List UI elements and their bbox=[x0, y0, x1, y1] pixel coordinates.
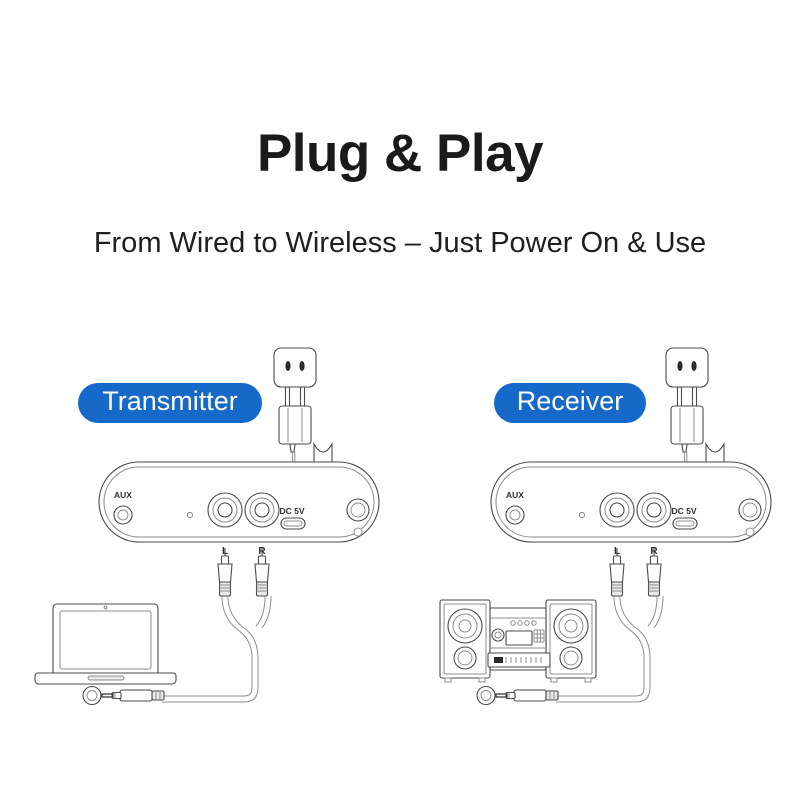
diagram-receiver: AUX L R DC 5V bbox=[400, 320, 800, 740]
aux-plug-3-5mm bbox=[495, 689, 559, 702]
dc-power-label: DC 5V bbox=[279, 506, 304, 516]
badge-transmitter-label: Transmitter bbox=[102, 386, 238, 416]
badge-receiver: Receiver bbox=[494, 383, 646, 423]
diagram-transmitter: AUX L R DC 5V bbox=[0, 320, 400, 740]
aux-port: AUX bbox=[113, 490, 133, 525]
badge-transmitter: Transmitter bbox=[78, 383, 262, 423]
usb-power-adapter-icon bbox=[278, 386, 312, 453]
aux-plug-3-5mm bbox=[101, 689, 165, 702]
stereo-system-icon bbox=[439, 599, 597, 683]
mode-button bbox=[745, 527, 755, 537]
stereo-audio-jack bbox=[476, 685, 496, 706]
usb-power-adapter-icon bbox=[670, 386, 704, 453]
dc-power-label: DC 5V bbox=[671, 506, 696, 516]
mode-button bbox=[353, 527, 363, 537]
control-knob bbox=[738, 498, 762, 522]
control-knob bbox=[346, 498, 370, 522]
page-subtitle: From Wired to Wireless – Just Power On &… bbox=[93, 227, 707, 259]
page-title: Plug & Play bbox=[256, 124, 544, 183]
dc-power-port: DC 5V bbox=[671, 506, 698, 530]
aux-port: AUX bbox=[505, 490, 525, 525]
rca-y-cable bbox=[162, 548, 272, 703]
laptop-icon bbox=[34, 603, 177, 685]
laptop-audio-jack bbox=[82, 685, 102, 706]
status-led bbox=[578, 511, 586, 519]
badge-receiver-label: Receiver bbox=[516, 386, 624, 416]
wall-outlet-icon bbox=[665, 347, 709, 388]
wall-outlet-icon bbox=[273, 347, 317, 388]
aux-port-label: AUX bbox=[506, 490, 524, 500]
status-led bbox=[186, 511, 194, 519]
rca-y-cable bbox=[556, 548, 664, 703]
dc-power-port: DC 5V bbox=[279, 506, 306, 530]
aux-port-label: AUX bbox=[114, 490, 132, 500]
